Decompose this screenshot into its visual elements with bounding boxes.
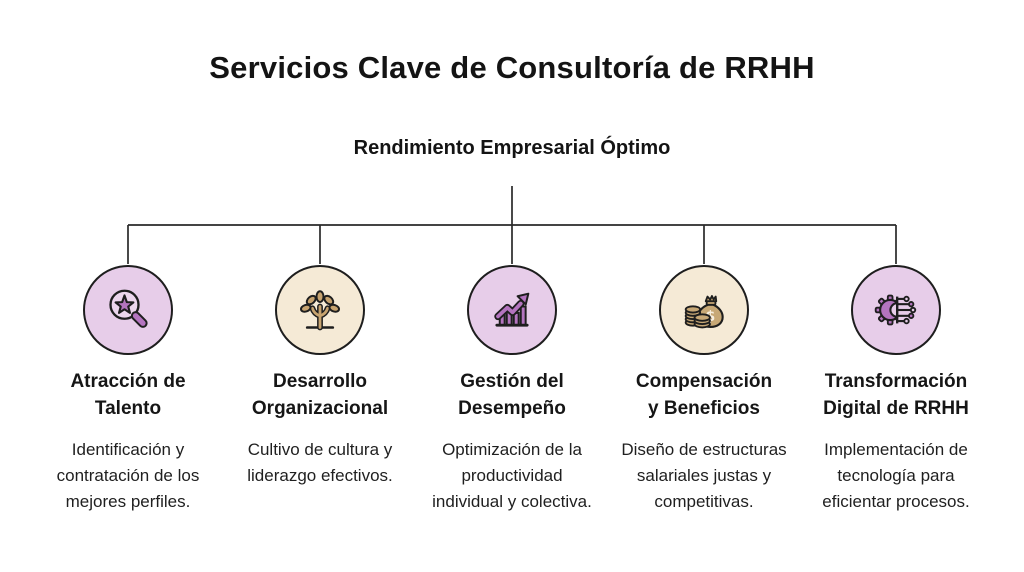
service-column-atraccion-talento: Atracción de Talento Identificación y co…: [32, 265, 224, 515]
service-title: Gestión del Desempeño: [458, 371, 566, 419]
service-description: Identificación y contratación de los mej…: [56, 440, 200, 511]
service-title: Desarrollo Organizacional: [251, 371, 389, 419]
icon-circle: [275, 265, 365, 355]
icon-circle: [851, 265, 941, 355]
rising-bar-chart-icon: [494, 292, 530, 327]
service-description: Optimización de la productividad individ…: [432, 440, 592, 511]
icon-circle: $: [659, 265, 749, 355]
magnifier-star-icon: [109, 289, 148, 328]
money-bag-coins-icon: $: [684, 295, 724, 329]
service-column-desarrollo-organizacional: Desarrollo Organizacional Cultivo de cul…: [224, 265, 416, 489]
service-column-compensacion-beneficios: $ Compensación y Beneficios Diseño de es…: [608, 265, 800, 515]
page-title: Servicios Clave de Consultoría de RRHH: [209, 50, 815, 85]
root-node-label: Rendimiento Empresarial Óptimo: [353, 137, 671, 159]
service-description: Implementación de tecnología para eficie…: [822, 440, 970, 511]
service-description: Diseño de estructuras salariales justas …: [621, 440, 787, 511]
service-column-transformacion-digital: Transformación Digital de RRHH Implement…: [800, 265, 992, 515]
icon-circle: [83, 265, 173, 355]
growth-tree-icon: [300, 290, 340, 331]
gear-circuit-icon: [874, 294, 917, 326]
service-title: Transformación Digital de RRHH: [823, 371, 969, 419]
service-description: Cultivo de cultura y liderazgo efectivos…: [247, 440, 393, 485]
service-title: Atracción de Talento: [70, 371, 186, 419]
service-title: Compensación y Beneficios: [635, 371, 773, 419]
icon-circle: [467, 265, 557, 355]
service-column-gestion-desempeno: Gestión del Desempeño Optimización de la…: [416, 265, 608, 515]
